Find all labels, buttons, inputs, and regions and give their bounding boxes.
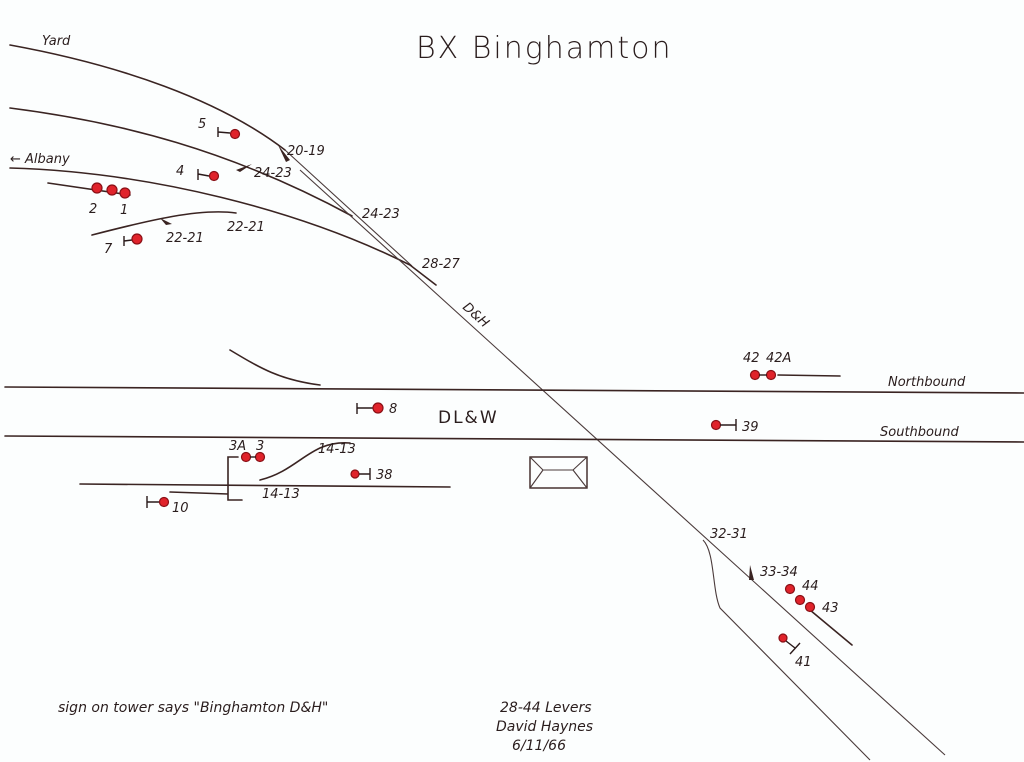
albany-track (9, 167, 437, 286)
signal-label: 4 (176, 164, 184, 179)
label-albany: ← Albany (10, 152, 70, 167)
signal-label: 3A (229, 439, 246, 454)
dh-branch-track (702, 539, 871, 761)
siding-22-21 (91, 211, 237, 236)
signal-label: 7 (104, 242, 113, 257)
switch-point-20-19 (278, 145, 290, 162)
northbound-track (4, 386, 1024, 394)
signal-42-42A (749, 369, 777, 381)
signal-label: 3 (256, 439, 264, 454)
levers-note: 28-44 Levers (500, 700, 592, 716)
label-yard: Yard (42, 34, 71, 49)
switch-label: 32-31 (710, 527, 748, 542)
yard-connector (284, 149, 413, 267)
author-note: David Haynes (496, 719, 593, 735)
signal-label: 44 (802, 579, 819, 594)
signal-44-43 (784, 583, 816, 613)
signal-label: 41 (795, 655, 812, 670)
signal-label: 43 (822, 601, 839, 616)
switch-label: 14-13 (262, 487, 300, 502)
signal-label: 39 (742, 420, 759, 435)
switch-label: 24-23 (254, 166, 292, 181)
switch-label: 24-23 (362, 207, 400, 222)
label-southbound: Southbound (880, 425, 959, 440)
signal-label: 42 (743, 351, 760, 366)
switch-label: 14-13 (318, 442, 356, 457)
signal-8 (356, 402, 384, 414)
signal-4 (197, 169, 220, 182)
signal-2-1 (91, 182, 131, 199)
signal-3A-3 (240, 451, 266, 463)
signal-label: 2 (89, 202, 97, 217)
switch-point-22-21 (160, 218, 172, 225)
tower-icon (529, 456, 588, 489)
label-dlw: DL&W (438, 408, 499, 428)
crossover-14-13 (259, 442, 351, 481)
southbound-track (4, 435, 1024, 443)
middle-track (9, 107, 353, 217)
signal-10 (146, 496, 170, 508)
switch-label: 20-19 (287, 144, 325, 159)
stub-track (229, 349, 321, 386)
signal-41 (778, 633, 801, 655)
switch-label: 33-34 (760, 565, 798, 580)
signal-38 (350, 468, 371, 480)
yard-track (9, 44, 286, 151)
signal-43-track (809, 609, 853, 646)
signal-label: 5 (198, 117, 206, 132)
switch-label: 22-21 (166, 231, 204, 246)
lower-track (79, 483, 451, 488)
bracket-track (169, 456, 243, 501)
switch-point-33-34 (749, 565, 754, 580)
dh-main-track (299, 169, 946, 756)
switch-label: 22-21 (227, 220, 265, 235)
signal-label: 8 (389, 402, 397, 417)
signal-39 (710, 419, 737, 431)
date-note: 6/11/66 (512, 738, 566, 754)
label-northbound: Northbound (888, 375, 966, 390)
signal-5 (217, 127, 241, 140)
signal-label: 42A (766, 351, 791, 366)
signal-label: 1 (120, 203, 128, 218)
signal-label: 10 (172, 501, 189, 516)
track-42 (777, 374, 841, 377)
signal-7 (123, 233, 143, 246)
signal-label: 38 (376, 468, 393, 483)
switch-point-24-23 (236, 164, 252, 172)
switch-label: 28-27 (422, 257, 461, 272)
tower-sign-note: sign on tower says "Binghamton D&H" (58, 700, 328, 716)
label-dh: D&H (459, 300, 491, 331)
siding-2-1 (47, 182, 131, 196)
diagram-title: BX Binghamton (416, 31, 672, 66)
